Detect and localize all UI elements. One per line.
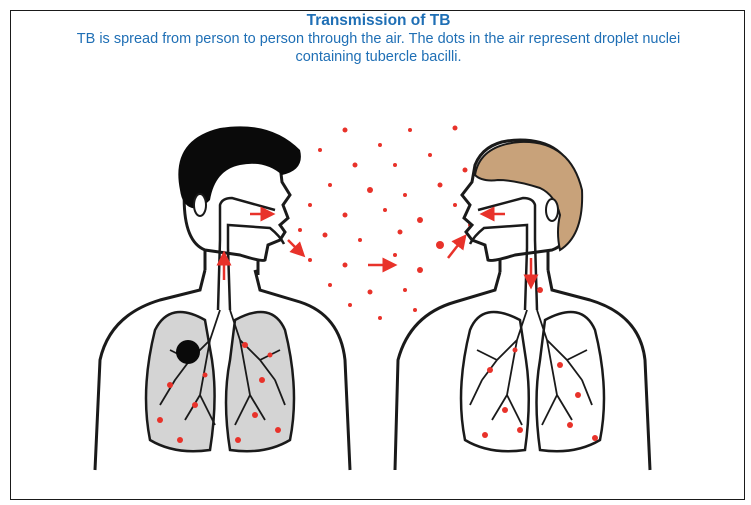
lung-cavity (176, 340, 200, 364)
exposed-person-right-lung (537, 312, 605, 451)
exposed-person-ear (546, 199, 558, 221)
infected-person-torso (95, 270, 350, 470)
infected-person-ear (194, 194, 206, 216)
airborne-droplet-nuclei (298, 126, 472, 321)
exposed-person (395, 140, 650, 470)
infected-person-left-lung (146, 312, 215, 451)
airborne-flow-arrows (368, 240, 462, 265)
infected-person (95, 126, 350, 470)
